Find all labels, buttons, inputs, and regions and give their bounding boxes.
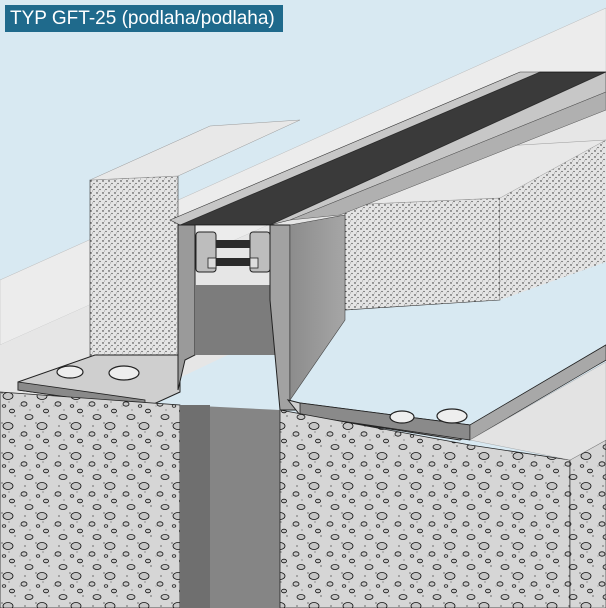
seal-lip-upper: [216, 240, 250, 248]
anchor-hole-icon: [108, 365, 140, 381]
right-rail-face: [289, 91, 606, 221]
joint-gap-inner: [180, 405, 210, 608]
profile-side-face: [289, 214, 346, 401]
right-rail-top: [269, 71, 606, 226]
clip-detail: [249, 257, 259, 269]
right-concrete-block: [344, 197, 501, 311]
diagram-title: TYP GFT-25 (podlaha/podlaha): [5, 5, 283, 32]
clip-detail: [207, 257, 217, 269]
anchor-hole-icon: [436, 408, 468, 424]
left-concrete-block: [89, 175, 179, 373]
left-profile-wall: [177, 224, 196, 391]
right-lower-top: [469, 361, 606, 461]
anchor-hole-icon: [56, 365, 84, 379]
left-lower-concrete: [0, 391, 181, 608]
profile-cavity: [195, 285, 275, 355]
right-block-side: [500, 140, 606, 300]
left-block-top: [89, 119, 301, 181]
right-flange-far: [469, 344, 606, 441]
left-rail-top: [169, 71, 541, 226]
anchor-hole-icon: [389, 410, 415, 424]
right-lower-side: [569, 439, 606, 608]
seal-lip-lower: [216, 258, 250, 266]
